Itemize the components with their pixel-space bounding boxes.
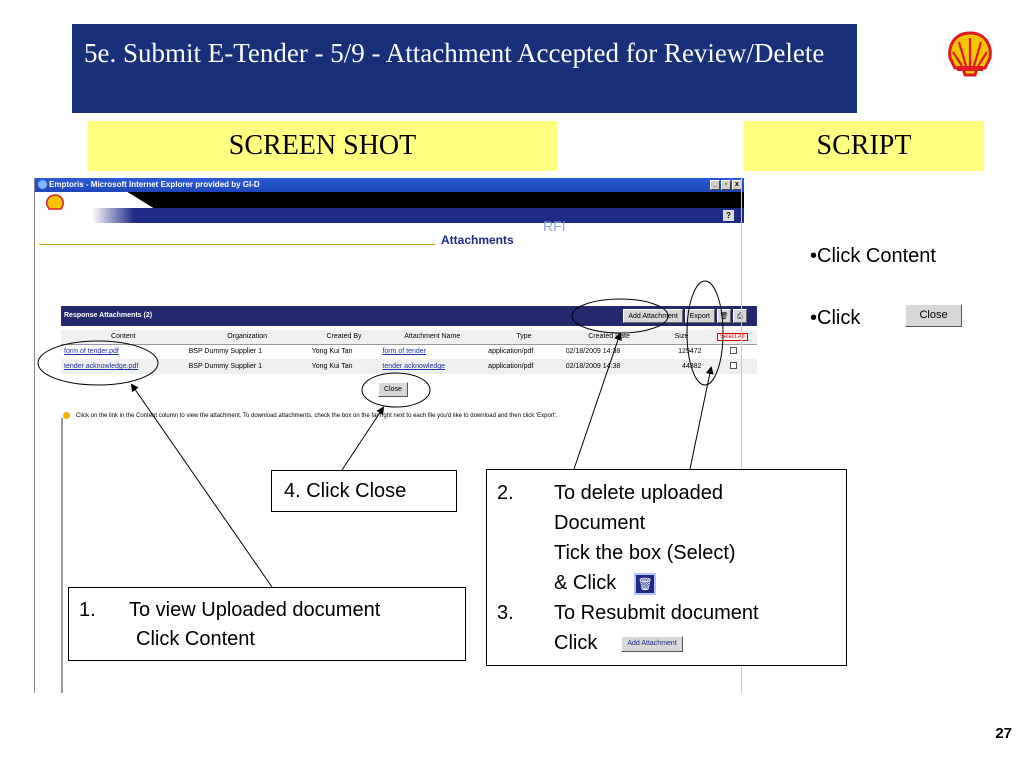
col-header-content: Content [61, 330, 186, 345]
col-header-organization: Organization [185, 330, 309, 345]
response-attachments-title: Response Attachments (2) [64, 312, 153, 319]
callout-text: Click [554, 632, 598, 654]
col-header-size: Size [655, 330, 708, 345]
col-header-select: Select All [707, 330, 757, 345]
maximize-button[interactable]: ▫ [721, 180, 731, 190]
header-dark-band [127, 192, 744, 208]
select-all-button[interactable]: Select All [716, 333, 748, 342]
add-attachment-icon: Add Attachment [621, 635, 683, 652]
attachments-heading: Attachments [441, 233, 514, 247]
page-number: 27 [995, 725, 1012, 742]
row-select-checkbox[interactable] [730, 347, 738, 355]
info-text: Click on the link in the Content column … [76, 413, 558, 420]
organization-cell: BSP Dummy Supplier 1 [185, 359, 309, 374]
heading-divider [39, 244, 435, 245]
info-message: Click on the link in the Content column … [63, 412, 557, 419]
col-header-created-by: Created By [308, 330, 380, 345]
col-header-type: Type [485, 330, 563, 345]
table-row: form of tender.pdf BSP Dummy Supplier 1 … [61, 344, 757, 359]
response-attachments-bar: Response Attachments (2) Add Attachment … [61, 306, 757, 326]
callout-text: & Click [554, 572, 617, 594]
header-blue-band [35, 208, 744, 223]
script-item-click-content: •Click Content [810, 245, 936, 267]
attachment-name-link[interactable]: tender acknowledge [382, 363, 446, 370]
size-cell: 125472 [678, 348, 702, 356]
screenshot-right-rule [741, 178, 742, 693]
callout-number: 3. [497, 602, 514, 624]
table-row: tender acknowledge.pdf BSP Dummy Supplie… [61, 359, 757, 374]
rfi-label: RFI [543, 218, 566, 234]
help-button[interactable]: ? [723, 210, 734, 221]
type-cell: application/pdf [488, 348, 534, 356]
callout-text: Document [554, 512, 646, 534]
print-icon[interactable]: ⎙ [733, 309, 747, 323]
script-item-click: •Click [810, 307, 861, 329]
size-cell: 44382 [655, 359, 708, 374]
window-title: Emptoris - Microsoft Internet Explorer p… [49, 180, 260, 189]
minimize-button[interactable]: _ [710, 180, 720, 190]
add-attachment-button[interactable]: Add Attachment [623, 309, 683, 323]
attachments-table: Content Organization Created By Attachme… [61, 330, 757, 374]
col-header-attachment-name: Attachment Name [379, 330, 486, 345]
organization-cell: BSP Dummy Supplier 1 [188, 348, 263, 356]
app-header: ? [35, 192, 744, 226]
callout-text: To view Uploaded document [129, 599, 381, 621]
export-button[interactable]: Export [684, 309, 715, 323]
ie-icon [38, 180, 47, 189]
content-link[interactable]: tender acknowledge.pdf [64, 363, 139, 370]
trash-icon: 🗑 [634, 572, 657, 595]
callout-click-close: 4. Click Close [271, 470, 457, 512]
content-left-rule [61, 418, 63, 693]
script-label: SCRIPT [744, 121, 984, 171]
callout-view-document: 1. To view Uploaded document Click Conten… [68, 587, 466, 661]
created-date-cell: 02/18/2009 14:38 [562, 359, 656, 374]
delete-trash-icon[interactable]: 🗑 [717, 309, 731, 323]
created-date-cell: 02/18/2009 14:38 [565, 348, 621, 356]
callout-delete-resubmit: 2. To delete uploaded Document Tick the b… [486, 469, 847, 666]
slide-title: 5e. Submit E-Tender - 5/9 - Attachment A… [72, 24, 857, 113]
shell-logo-icon [948, 31, 992, 77]
app-shell-logo-icon [46, 194, 64, 210]
created-by-cell: Yong Kui Tan [311, 348, 353, 356]
row-select-checkbox[interactable] [730, 362, 738, 369]
info-icon [63, 412, 70, 419]
callout-text: To Resubmit document [554, 602, 759, 624]
created-by-cell: Yong Kui Tan [308, 359, 380, 374]
browser-titlebar: Emptoris - Microsoft Internet Explorer p… [35, 178, 744, 192]
attachment-name-link[interactable]: form of tender [382, 348, 426, 356]
close-button[interactable]: Close [378, 382, 408, 397]
callout-text: Click Content [136, 628, 255, 650]
col-header-created-date: Created Date [562, 330, 656, 345]
callout-text: To delete uploaded [554, 482, 724, 504]
type-cell: application/pdf [485, 359, 563, 374]
content-link[interactable]: form of tender.pdf [64, 348, 119, 356]
callout-number: 1. [79, 599, 96, 621]
script-close-button: Close [905, 304, 962, 327]
callout-text: Tick the box (Select) [554, 542, 736, 564]
screenshot-label: SCREEN SHOT [88, 121, 557, 171]
callout-number: 2. [497, 482, 514, 504]
